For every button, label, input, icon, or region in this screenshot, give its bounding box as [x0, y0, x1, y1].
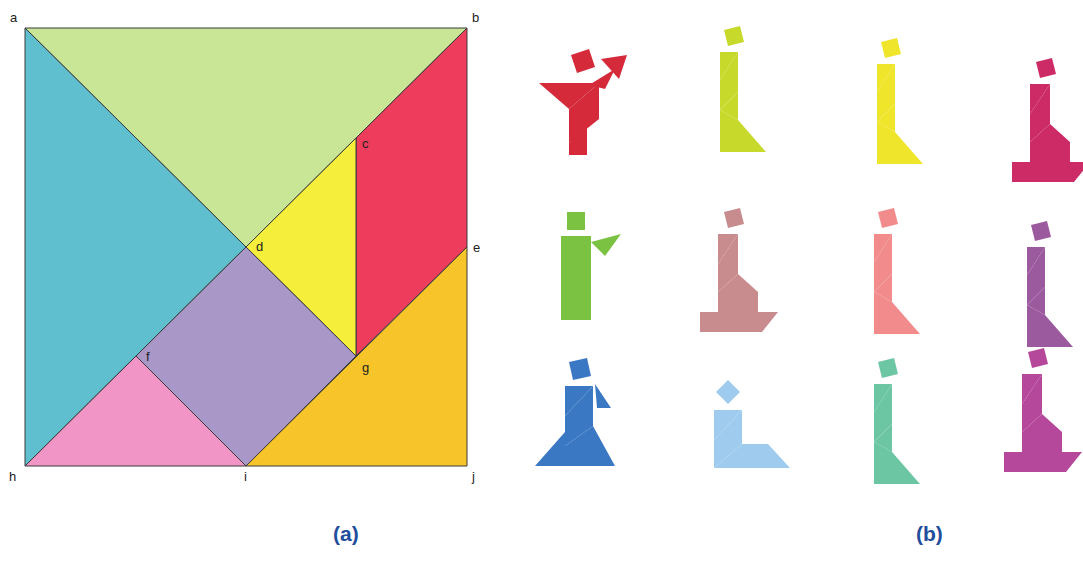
small-triangle	[25, 356, 246, 466]
tangram-figure	[535, 358, 615, 466]
tangram-square	[25, 28, 467, 466]
tangram-figure	[874, 208, 920, 334]
vertex-label: d	[256, 240, 263, 253]
tangram-figure	[720, 26, 766, 152]
tangram-figure	[1004, 348, 1082, 472]
vertex-label: c	[362, 137, 369, 150]
tangram-figure	[539, 49, 627, 155]
vertex-label: i	[244, 470, 247, 483]
tangram-figure	[874, 358, 920, 484]
tangram-figure	[1027, 221, 1073, 347]
vertex-label: j	[472, 470, 475, 483]
vertex-label: g	[362, 361, 369, 374]
tangram-figure	[700, 208, 778, 332]
tangram-figure	[561, 212, 621, 320]
vertex-label: h	[9, 470, 16, 483]
vertex-label: e	[473, 241, 480, 254]
tangram-figure	[714, 380, 790, 468]
tangram-figures	[535, 26, 1083, 484]
medium-triangle	[246, 247, 467, 466]
panel-label: (b)	[916, 523, 943, 544]
tangram-figure	[1012, 58, 1083, 182]
tangram-figure	[877, 38, 923, 164]
vertex-label: b	[472, 11, 479, 24]
vertex-label: a	[10, 11, 17, 24]
panel-label: (a)	[333, 523, 359, 544]
vertex-label: f	[146, 350, 150, 363]
